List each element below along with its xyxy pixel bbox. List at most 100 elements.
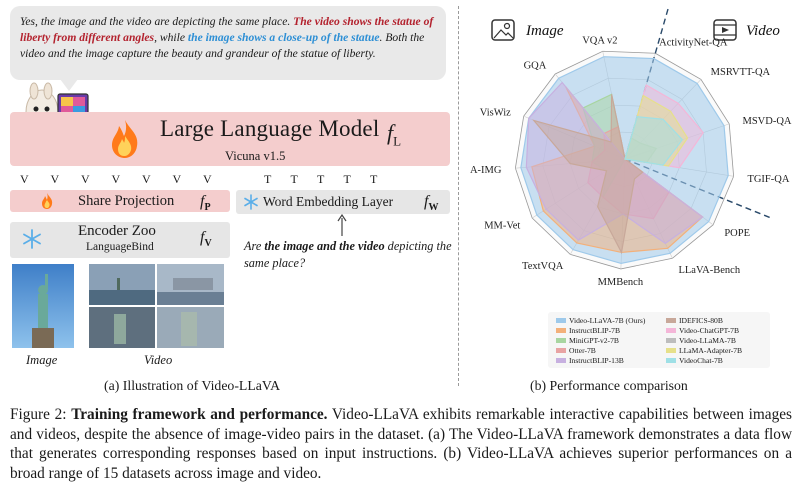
- legend-swatch: [666, 328, 676, 333]
- text-token: T: [370, 172, 378, 186]
- legend-swatch: [666, 338, 676, 343]
- legend-label: LLaMA-Adapter-7B: [679, 346, 743, 355]
- legend-swatch: [556, 348, 566, 353]
- legend-swatch: [556, 328, 566, 333]
- share-function-symbol: fP: [200, 193, 211, 214]
- response-text-video: The video shows the statue of liberty fr…: [20, 15, 434, 44]
- image-icon: [491, 19, 515, 41]
- radar-axis-label: VisWiz: [480, 107, 511, 118]
- llm-subtitle: Vicuna v1.5: [225, 149, 286, 163]
- radar-series-videochat-7b: [624, 116, 684, 166]
- legend-item: LLaMA-Adapter-7B: [666, 346, 742, 355]
- llm-function-symbol: fL: [387, 120, 402, 149]
- legend-swatch: [666, 348, 676, 353]
- radar-axis-label: SQA-IMG: [470, 165, 502, 176]
- share-projection-block: [10, 190, 230, 212]
- radar-axis-label: ActivityNet-QA: [659, 38, 728, 49]
- radar-chart: Image Video ActivityNet-QA MSRVTT-QA MSVD-…: [470, 6, 792, 288]
- radar-axis-label: MSRVTT-QA: [711, 67, 771, 78]
- radar-axis-label: GQA: [524, 61, 547, 72]
- legend-swatch: [556, 318, 566, 323]
- radar-domain-separator: [624, 158, 774, 220]
- statue-video-thumbnails: [89, 264, 224, 348]
- legend-label: Video-LLaMA-7B: [679, 336, 736, 345]
- input-arrow: [337, 214, 347, 236]
- legend-item: VideoChat-7B: [666, 356, 723, 365]
- radar-axis-label: TextVQA: [522, 261, 564, 272]
- legend-swatch: [666, 318, 676, 323]
- statue-image-thumbnail: [12, 264, 74, 348]
- visual-token: V: [172, 172, 182, 186]
- share-projection-label: Share Projection: [78, 193, 175, 209]
- text-token: T: [264, 172, 272, 186]
- legend-item: Video-LLaVA-7B (Ours): [556, 316, 645, 325]
- input-question: Are the image and the video depicting th…: [244, 239, 452, 270]
- radar-domain-separator: [624, 6, 670, 160]
- legend-label: MiniGPT-v2-7B: [569, 336, 619, 345]
- radar-axis-label: VQA v2: [582, 36, 617, 47]
- visual-token: V: [203, 172, 212, 186]
- encoder-zoo-block: [10, 222, 230, 258]
- legend-swatch: [556, 338, 566, 343]
- panel-divider: [458, 6, 459, 386]
- figure-caption: Figure 2: Training framework and perform…: [10, 405, 792, 483]
- encoder-function-symbol: fV: [200, 229, 212, 250]
- legend-label: InstructBLIP-13B: [569, 356, 624, 365]
- response-text-5: . Both the video and the image capture t…: [20, 31, 425, 60]
- legend-label: InstructBLIP-7B: [569, 326, 621, 335]
- snowflake-icon: [23, 229, 41, 249]
- radar-axis-label: MM-Vet: [484, 220, 520, 231]
- subcaption-b: (b) Performance comparison: [530, 378, 688, 393]
- encoder-zoo-sublabel: LanguageBind: [86, 241, 154, 253]
- radar-axis-label: LLaVA-Bench: [678, 265, 740, 276]
- response-text-image: the image shows a close-up of the statue: [187, 31, 380, 44]
- radar-axis-label: MMBench: [598, 277, 644, 288]
- visual-token: V: [81, 172, 90, 186]
- response-text-3: , while: [154, 31, 188, 44]
- subcaption-a: (a) Illustration of Video-LLaVA: [104, 378, 281, 393]
- radar-axis-label: POPE: [724, 228, 750, 239]
- legend-label: IDEFICS-80B: [679, 316, 723, 325]
- legend-label: VideoChat-7B: [679, 356, 723, 365]
- visual-token: V: [50, 172, 60, 186]
- radar-axis-label: TGIF-QA: [747, 174, 789, 185]
- legend-label: Otter-7B: [569, 346, 596, 355]
- video-icon: [713, 19, 737, 41]
- legend-item: Otter-7B: [556, 346, 596, 355]
- image-caption: Image: [26, 353, 58, 367]
- response-bubble: Yes, the image and the video are depicti…: [10, 6, 446, 80]
- text-token: T: [343, 172, 351, 186]
- figure-caption-bold: Training framework and performance.: [71, 406, 328, 423]
- word-embedding-label: Word Embedding Layer: [263, 194, 394, 209]
- figure-label: Figure 2:: [10, 406, 72, 423]
- word-embedding-block: [236, 190, 450, 214]
- legend-item: IDEFICS-80B: [666, 316, 723, 325]
- radar-axis-label: MSVD-QA: [743, 116, 792, 127]
- legend-item: Video-LLaMA-7B: [666, 336, 736, 345]
- legend-item: InstructBLIP-13B: [556, 356, 624, 365]
- visual-token: V: [20, 172, 29, 186]
- legend-swatch: [666, 358, 676, 363]
- legend-label: Video-ChatGPT-7B: [679, 326, 740, 335]
- radar-video-label: Video: [746, 23, 780, 39]
- llm-title: Large Language Model: [160, 116, 380, 141]
- fire-icon: [112, 120, 138, 158]
- figure-caption-text: Video-LLaVA exhibits remarkable interact…: [10, 406, 792, 482]
- word-function-symbol: fW: [424, 193, 439, 214]
- video-caption: Video: [144, 353, 173, 367]
- text-token: T: [317, 172, 325, 186]
- radar-image-label: Image: [525, 23, 564, 39]
- encoder-zoo-label: Encoder Zoo: [78, 223, 156, 239]
- fire-icon: [42, 193, 53, 209]
- snowflake-icon: [244, 194, 258, 210]
- bubble-tail: [60, 79, 78, 91]
- visual-token: V: [111, 172, 121, 186]
- visual-token: V: [142, 172, 151, 186]
- legend-item: Video-ChatGPT-7B: [666, 326, 739, 335]
- legend-item: MiniGPT-v2-7B: [556, 336, 619, 345]
- text-token: T: [290, 172, 298, 186]
- llm-block: [10, 112, 450, 166]
- response-text-1: Yes, the image and the video are depicti…: [20, 15, 294, 28]
- legend-label: Video-LLaVA-7B (Ours): [569, 316, 646, 325]
